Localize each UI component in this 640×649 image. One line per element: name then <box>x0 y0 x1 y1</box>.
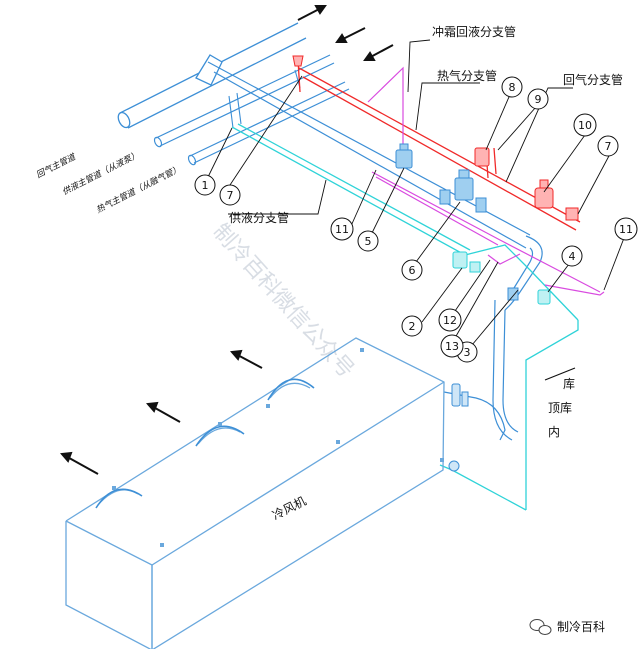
label-return-gas-branch: 回气分支管 <box>563 72 623 87</box>
svg-text:9: 9 <box>535 93 542 106</box>
defrost-return-branch-pipe <box>367 66 605 296</box>
badge-text: 制冷百科 <box>557 620 605 634</box>
svg-text:11: 11 <box>335 223 349 236</box>
cooler-fans <box>95 378 315 509</box>
svg-text:7: 7 <box>227 189 234 202</box>
cooler-mounts <box>112 348 444 547</box>
label-roof-top: 库 <box>563 376 575 391</box>
wechat-icon <box>529 619 552 635</box>
svg-text:5: 5 <box>365 235 372 248</box>
hot-gas-main-pipe <box>187 81 350 166</box>
valve-10-red <box>534 179 579 221</box>
svg-text:2: 2 <box>409 320 416 333</box>
callouts: 1 2 3 4 5 6 7 7 8 9 10 11 11 12 13 <box>194 76 638 363</box>
svg-text:10: 10 <box>578 119 592 132</box>
flow-arrows-top <box>297 5 394 61</box>
callout-13: 13 <box>440 334 464 358</box>
valve-5-blue <box>395 143 413 169</box>
svg-text:1: 1 <box>202 179 209 192</box>
valve-2-cyan <box>452 251 481 273</box>
return-gas-branch-pipe <box>207 61 543 441</box>
callout-5: 5 <box>357 230 379 252</box>
leader-lines <box>207 39 625 346</box>
label-return-gas-main: 回气主管道 <box>34 151 78 181</box>
air-cooler-unit <box>65 337 445 649</box>
svg-text:8: 8 <box>509 81 516 94</box>
valve-8-red <box>474 147 490 167</box>
callout-4: 4 <box>561 245 583 267</box>
svg-text:3: 3 <box>464 346 471 359</box>
svg-text:13: 13 <box>445 340 459 353</box>
label-defrost-return-branch: 冲霜回液分支管 <box>432 24 516 39</box>
svg-text:11: 11 <box>619 223 633 236</box>
callout-2: 2 <box>401 315 423 337</box>
callout-8: 8 <box>501 76 523 98</box>
valve-6-blue <box>439 169 487 213</box>
callout-12: 12 <box>438 308 462 332</box>
valve-3-blue <box>507 287 519 301</box>
label-air-cooler: 冷风机 <box>270 494 308 523</box>
callout-11-left: 11 <box>330 217 354 241</box>
hot-gas-branch-pipe <box>297 59 581 231</box>
callout-11-right: 11 <box>614 217 638 241</box>
callout-9: 9 <box>527 88 549 110</box>
source-badge: 制冷百科 <box>529 619 605 635</box>
callout-7-right: 7 <box>597 135 619 157</box>
label-supply-liquid-branch: 供液分支管 <box>229 210 289 225</box>
watermark: 制冷百科微信公众号 <box>208 219 359 383</box>
supply-liquid-branch-pipe <box>231 123 579 511</box>
callout-6: 6 <box>401 259 423 281</box>
label-roof-bottom: 内 <box>548 425 560 439</box>
callout-10: 10 <box>573 113 597 137</box>
return-gas-main-pipe <box>117 22 307 129</box>
valve-4-cyan <box>537 289 551 305</box>
label-hot-gas-branch: 热气分支管 <box>437 68 497 83</box>
svg-text:6: 6 <box>409 264 416 277</box>
svg-text:4: 4 <box>569 250 576 263</box>
callout-1: 1 <box>194 174 216 196</box>
roof-line <box>544 367 576 381</box>
airflow-arrows <box>60 349 263 475</box>
svg-text:7: 7 <box>605 140 612 153</box>
callout-7-left: 7 <box>219 184 241 206</box>
label-roof-mid: 顶库 <box>548 400 572 415</box>
flanges-cooler <box>448 383 469 472</box>
valve-7-red <box>292 55 304 67</box>
svg-text:12: 12 <box>443 314 457 327</box>
